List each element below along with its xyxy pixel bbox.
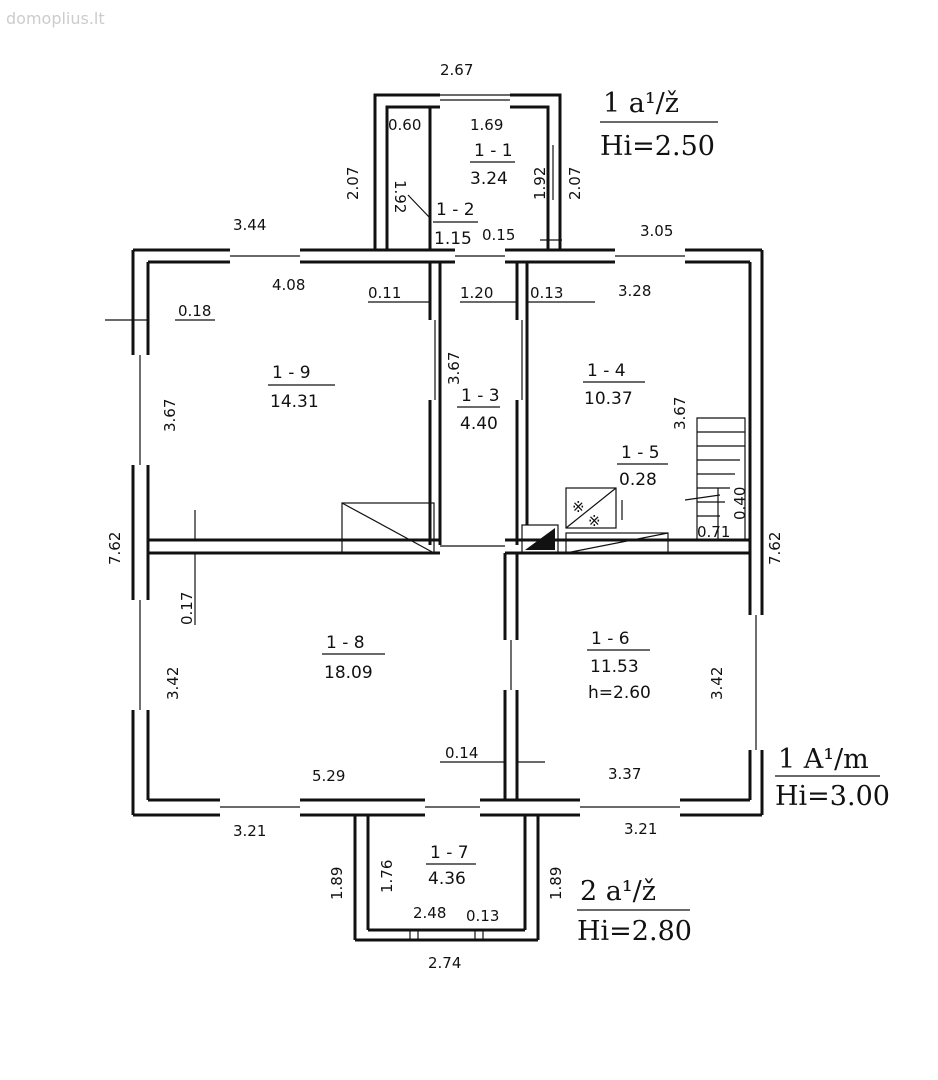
dim-120: 1.20 <box>460 284 493 302</box>
dim-top-192-right: 1.92 <box>531 167 549 200</box>
room-1-7-id: 1 - 7 <box>430 843 469 863</box>
legend-top-line2: Hi=2.50 <box>600 131 715 162</box>
dim-top-192-left: 1.92 <box>391 180 409 213</box>
room-1-5-id: 1 - 5 <box>621 443 660 463</box>
room-1-8: 1 - 8 18.09 <box>322 633 385 683</box>
dim-top-169: 1.69 <box>470 116 503 134</box>
room-1-1-id: 1 - 1 <box>474 141 513 161</box>
room-1-6-height: h=2.60 <box>588 683 651 703</box>
dim-305: 3.05 <box>640 222 673 240</box>
stove-fixture <box>341 502 435 554</box>
room-1-1: 1 - 1 3.24 <box>470 141 515 189</box>
porch-walls <box>353 815 540 942</box>
dim-top-207-right: 2.07 <box>566 167 584 200</box>
room-1-4: 1 - 4 10.37 <box>583 361 645 409</box>
dim-013: 0.13 <box>530 284 563 302</box>
room-1-9-id: 1 - 9 <box>272 363 311 383</box>
dim-328: 3.28 <box>618 282 651 300</box>
room-1-6-area: 11.53 <box>590 657 639 677</box>
counter-fixture <box>565 532 669 554</box>
dim-408: 4.08 <box>272 276 305 294</box>
room-1-2-area: 1.15 <box>434 229 472 249</box>
legend-top-line1: 1 a¹/ž <box>603 88 679 119</box>
legend-bottom: 2 a¹/ž Hi=2.80 <box>577 876 692 947</box>
legend-bottom-line1: 2 a¹/ž <box>580 876 656 907</box>
room-1-8-area: 18.09 <box>324 663 373 683</box>
dim-248: 2.48 <box>413 904 446 922</box>
top-annex-walls <box>373 93 562 250</box>
room-1-5-area: 0.28 <box>619 470 657 490</box>
staircase <box>684 417 746 540</box>
legend-right-line2: Hi=3.00 <box>775 781 890 812</box>
dim-040: 0.40 <box>731 487 749 520</box>
dim-top-267: 2.67 <box>440 61 473 79</box>
room-1-1-area: 3.24 <box>470 169 508 189</box>
dim-337: 3.37 <box>608 765 641 783</box>
room-1-9-area: 14.31 <box>270 392 319 412</box>
room-1-6: 1 - 6 11.53 h=2.60 <box>587 629 651 703</box>
legend-right: 1 A¹/m Hi=3.00 <box>775 744 890 812</box>
room-1-7-area: 4.36 <box>428 869 466 889</box>
dim-367-left: 3.67 <box>161 399 179 432</box>
dim-367-right: 3.67 <box>671 397 689 430</box>
dim-014: 0.14 <box>445 744 478 762</box>
room-1-4-area: 10.37 <box>584 389 633 409</box>
dim-017: 0.17 <box>178 592 196 625</box>
dim-011: 0.11 <box>368 284 401 302</box>
dim-762-right: 7.62 <box>766 532 784 565</box>
dim-013-bottom: 0.13 <box>466 907 499 925</box>
dim-189-left: 1.89 <box>328 867 346 900</box>
watermark: domoplius.lt <box>6 9 105 28</box>
dimension-lines <box>105 194 595 763</box>
interior-walls <box>148 262 750 800</box>
dim-342-right: 3.42 <box>708 667 726 700</box>
room-1-6-id: 1 - 6 <box>591 629 630 649</box>
dim-321-left: 3.21 <box>233 822 266 840</box>
room-1-7: 1 - 7 4.36 <box>426 843 476 889</box>
room-1-3-id: 1 - 3 <box>461 386 500 406</box>
room-1-3: 1 - 3 4.40 <box>457 386 500 434</box>
svg-text:※: ※ <box>588 512 601 530</box>
dim-321-right: 3.21 <box>624 820 657 838</box>
room-1-9: 1 - 9 14.31 <box>268 363 335 412</box>
legend-right-line1: 1 A¹/m <box>778 744 869 775</box>
room-1-8-id: 1 - 8 <box>326 633 365 653</box>
dim-189-right: 1.89 <box>547 867 565 900</box>
sink-fixture: ※ ※ <box>565 487 623 530</box>
room-1-3-area: 4.40 <box>460 414 498 434</box>
boiler-fixture <box>521 524 559 554</box>
dim-top-015: 0.15 <box>482 226 515 244</box>
dim-342-left: 3.42 <box>164 667 182 700</box>
svg-text:※: ※ <box>572 498 585 516</box>
dim-071: 0.71 <box>697 523 730 541</box>
dim-367-mid: 3.67 <box>445 352 463 385</box>
legend-top: 1 a¹/ž Hi=2.50 <box>600 88 718 162</box>
dim-344: 3.44 <box>233 216 266 234</box>
dim-274: 2.74 <box>428 954 461 972</box>
room-1-4-id: 1 - 4 <box>587 361 626 381</box>
room-1-2-id: 1 - 2 <box>436 200 475 220</box>
dim-762-left: 7.62 <box>106 532 124 565</box>
dim-018: 0.18 <box>178 302 211 320</box>
dim-top-207-left: 2.07 <box>344 167 362 200</box>
dim-529: 5.29 <box>312 767 345 785</box>
dim-top-060: 0.60 <box>388 116 421 134</box>
exterior-walls <box>131 248 764 817</box>
legend-bottom-line2: Hi=2.80 <box>577 916 692 947</box>
dim-176: 1.76 <box>378 860 396 893</box>
room-1-5: 1 - 5 0.28 <box>617 443 668 490</box>
room-1-2: 1 - 2 1.15 <box>433 200 478 249</box>
